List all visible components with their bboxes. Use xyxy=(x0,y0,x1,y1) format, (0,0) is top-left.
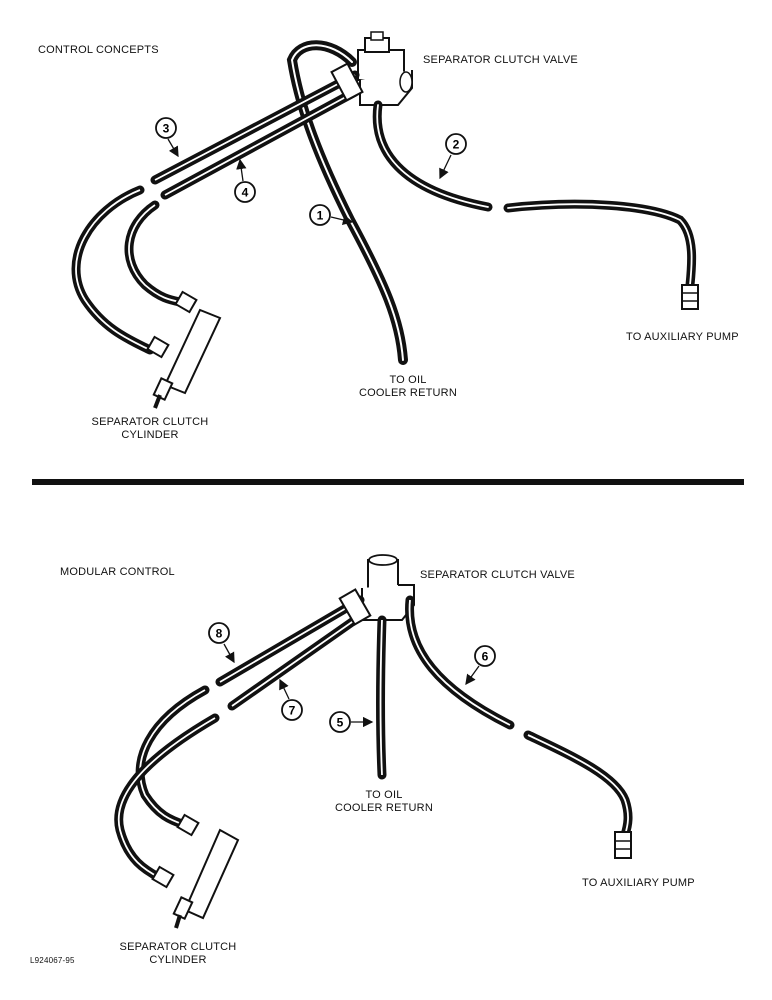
top-cyl-line-1: SEPARATOR CLUTCH xyxy=(91,416,209,428)
bottom-cyl-line-1: SEPARATOR CLUTCH xyxy=(119,941,237,953)
bottom-oil-return-label: TO OIL COOLER RETURN xyxy=(334,789,434,815)
bottom-callout-5-number: 5 xyxy=(337,716,344,730)
top-separator-clutch-valve xyxy=(357,31,413,106)
top-callout-2 xyxy=(439,133,467,180)
top-callout-3 xyxy=(155,117,179,158)
bottom-hose-5 xyxy=(376,615,387,780)
bottom-hoses-7-8-lower xyxy=(114,685,220,883)
bottom-separator-clutch-valve xyxy=(361,554,415,621)
top-separator-clutch-cylinder xyxy=(146,290,222,409)
top-oil-line-1: TO OIL xyxy=(389,374,427,386)
bottom-callout-7 xyxy=(279,678,303,721)
bottom-diagram xyxy=(114,554,633,929)
bottom-pump-label: TO AUXILIARY PUMP xyxy=(582,877,695,889)
top-callout-1 xyxy=(309,204,354,226)
top-oil-return-label: TO OIL COOLER RETURN xyxy=(358,374,458,400)
top-callout-4-number: 4 xyxy=(242,186,249,200)
top-pump-label: TO AUXILIARY PUMP xyxy=(626,331,739,343)
bottom-cyl-line-2: CYLINDER xyxy=(149,954,207,966)
bottom-callout-8-number: 8 xyxy=(216,627,223,641)
bottom-hoses-7-8-upper xyxy=(215,588,372,711)
bottom-cylinder-label: SEPARATOR CLUTCH CYLINDER xyxy=(113,941,243,967)
top-hose-2 xyxy=(372,100,699,310)
bottom-callout-6 xyxy=(465,645,496,686)
bottom-separator-clutch-cylinder xyxy=(151,813,240,929)
top-callout-3-number: 3 xyxy=(163,122,170,136)
top-cyl-line-2: CYLINDER xyxy=(121,429,179,441)
figure-id: L924067-95 xyxy=(30,956,75,965)
bottom-oil-line-1: TO OIL xyxy=(365,789,403,801)
top-hoses-3-4-upper xyxy=(150,62,364,200)
top-valve-label: SEPARATOR CLUTCH VALVE xyxy=(423,54,578,66)
top-diagram xyxy=(71,31,699,409)
top-hose-1 xyxy=(286,40,408,365)
bottom-callout-7-number: 7 xyxy=(289,704,296,718)
bottom-valve-label: SEPARATOR CLUTCH VALVE xyxy=(420,569,575,581)
top-section-title: CONTROL CONCEPTS xyxy=(38,44,159,56)
top-cylinder-label: SEPARATOR CLUTCH CYLINDER xyxy=(85,416,215,442)
section-divider xyxy=(32,479,744,485)
bottom-callout-6-number: 6 xyxy=(482,650,489,664)
bottom-callout-5 xyxy=(329,711,374,733)
bottom-oil-line-2: COOLER RETURN xyxy=(335,802,433,814)
bottom-section-title: MODULAR CONTROL xyxy=(60,566,175,578)
bottom-callout-8 xyxy=(208,622,235,664)
bottom-hose-6 xyxy=(405,595,633,859)
top-hoses-3-4-lower xyxy=(71,185,185,355)
top-callout-4 xyxy=(234,158,256,203)
top-oil-line-2: COOLER RETURN xyxy=(359,387,457,399)
top-callout-1-number: 1 xyxy=(317,209,324,223)
top-callout-2-number: 2 xyxy=(453,138,460,152)
